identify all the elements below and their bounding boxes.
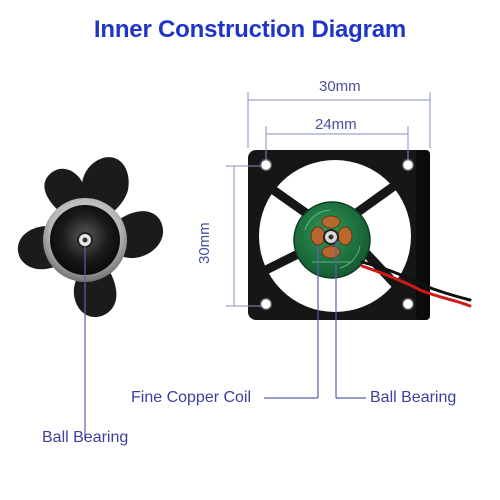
- dim-height-label: 30mm: [196, 222, 213, 264]
- impeller: [17, 157, 164, 318]
- mounting-hole-icon: [401, 297, 415, 311]
- impeller-shaft: [82, 237, 88, 243]
- label-ball-bearing-right: Ball Bearing: [370, 389, 457, 406]
- fan-wires: [360, 260, 472, 308]
- diagram-title: Inner Construction Diagram: [93, 16, 407, 43]
- label-ball-bearing-left: Ball Bearing: [42, 429, 129, 446]
- bearing-center: [328, 234, 334, 240]
- dim-outer-width-label: 30mm: [319, 78, 361, 95]
- fan-frame: [248, 150, 472, 320]
- frame-edge: [416, 150, 430, 320]
- mounting-hole-icon: [259, 158, 273, 172]
- mounting-hole-icon: [259, 297, 273, 311]
- mounting-hole-icon: [401, 158, 415, 172]
- label-fine-copper-coil: Fine Copper Coil: [131, 389, 252, 406]
- leader-lines: [84, 240, 366, 440]
- dimension-lines: [226, 92, 431, 307]
- dim-inner-width-label: 24mm: [315, 116, 357, 133]
